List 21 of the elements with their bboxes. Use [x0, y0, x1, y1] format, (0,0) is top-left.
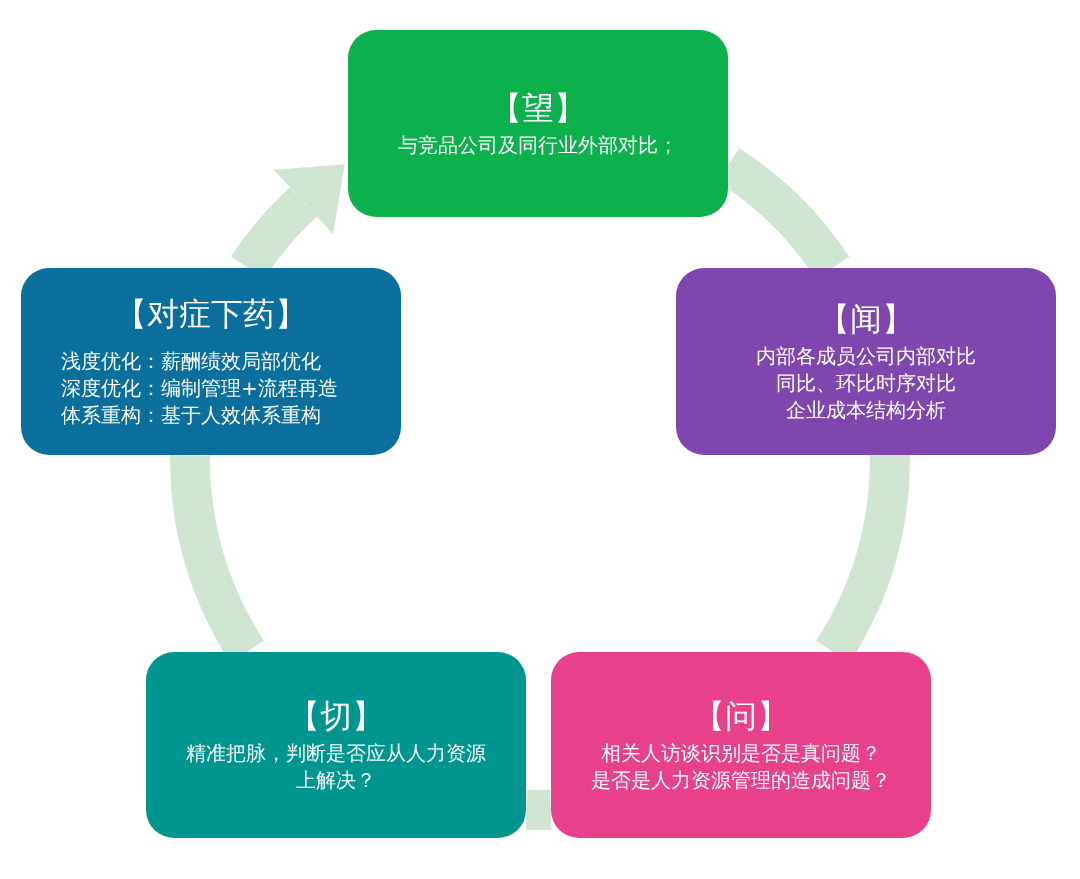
box-text: 内部各成员公司内部对比 — [756, 343, 976, 370]
rounded-box — [146, 652, 526, 838]
box-heading: 【望】 — [490, 88, 586, 128]
box-text: 深度优化：编制管理+流程再造 — [61, 375, 338, 402]
box-text: 与竞品公司及同行业外部对比； — [398, 132, 678, 159]
box-text: 是否是人力资源管理的造成问题？ — [591, 767, 891, 794]
rounded-box — [21, 268, 401, 455]
box-text: 同比、环比时序对比 — [776, 370, 956, 397]
box-text: 相关人访谈识别是否是真问题？ — [601, 740, 881, 767]
box-text: 企业成本结构分析 — [786, 397, 946, 424]
box-text: 体系重构：基于人效体系重构 — [61, 402, 321, 429]
rounded-box — [348, 30, 728, 217]
box-heading: 【闻】 — [818, 299, 914, 339]
box-heading: 【切】 — [288, 696, 384, 736]
box-text: 浅度优化：薪酬绩效局部优化 — [61, 348, 321, 375]
ring-segment — [526, 789, 552, 830]
rounded-box — [551, 652, 931, 838]
box-text: 精准把脉，判断是否应从人力资源上解决？ — [186, 740, 486, 794]
rounded-box — [676, 268, 1056, 455]
box-heading: 【问】 — [693, 696, 789, 736]
box-heading: 【对症下药】 — [115, 294, 307, 334]
